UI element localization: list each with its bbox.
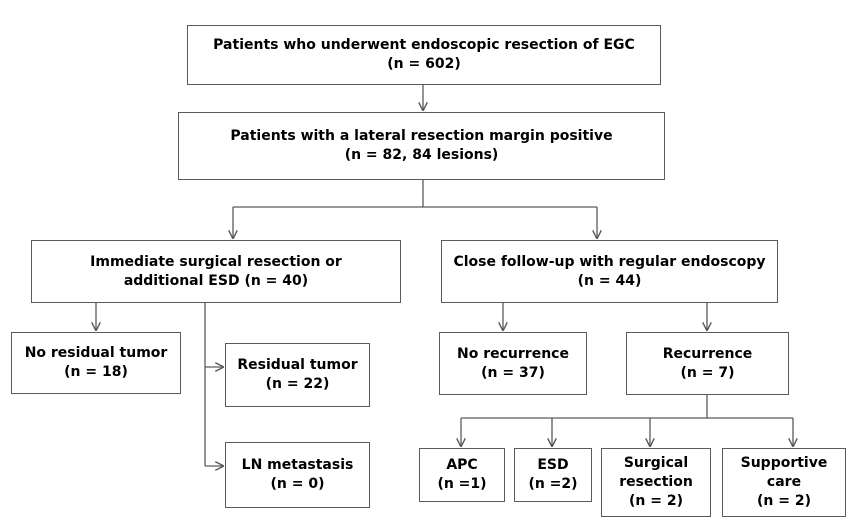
esd-title: ESD bbox=[537, 457, 569, 474]
ln-metastasis-title: LN metastasis bbox=[241, 457, 354, 474]
box-apc: APC (n =1) bbox=[419, 448, 505, 502]
surgical-count: (n = 2) bbox=[629, 492, 683, 509]
supportive-count: (n = 2) bbox=[757, 492, 811, 509]
followup-count: (n = 44) bbox=[577, 272, 642, 289]
residual-title: Residual tumor bbox=[237, 357, 358, 374]
recurrence-count: (n = 7) bbox=[680, 364, 735, 381]
margin-positive-title: Patients with a lateral resection margin… bbox=[230, 128, 613, 145]
margin-positive-count: (n = 82, 84 lesions) bbox=[344, 147, 499, 163]
immediate-title: Immediate surgical resection or bbox=[90, 253, 342, 270]
ln-metastasis-count: (n = 0) bbox=[270, 476, 325, 492]
no-recurrence-count: (n = 37) bbox=[481, 364, 545, 381]
box-total-patients: Patients who underwent endoscopic resect… bbox=[187, 25, 661, 85]
box-no-residual-tumor: No residual tumor (n = 18) bbox=[11, 332, 181, 394]
box-no-recurrence: No recurrence (n = 37) bbox=[439, 332, 587, 395]
box-close-followup: Close follow-up with regular endoscopy (… bbox=[441, 240, 778, 303]
immediate-count: additional ESD (n = 40) bbox=[123, 272, 309, 289]
surgical-title-line1: Surgical bbox=[623, 455, 689, 472]
no-recurrence-title: No recurrence bbox=[457, 345, 569, 362]
box-ln-metastasis: LN metastasis (n = 0) bbox=[225, 442, 370, 508]
recurrence-title: Recurrence bbox=[662, 345, 753, 362]
supportive-title-line2: care bbox=[766, 474, 802, 491]
box-immediate-resection: Immediate surgical resection or addition… bbox=[31, 240, 401, 303]
total-title: Patients who underwent endoscopic resect… bbox=[213, 37, 635, 54]
box-residual-tumor: Residual tumor (n = 22) bbox=[225, 343, 370, 407]
box-supportive-care: Supportive care (n = 2) bbox=[722, 448, 846, 517]
supportive-title-line1: Supportive bbox=[740, 455, 828, 472]
box-recurrence: Recurrence (n = 7) bbox=[626, 332, 789, 395]
no-residual-count: (n = 18) bbox=[64, 364, 128, 380]
residual-count: (n = 22) bbox=[265, 376, 330, 392]
box-surgical-resection: Surgical resection (n = 2) bbox=[601, 448, 711, 517]
total-count: (n = 602) bbox=[387, 56, 461, 72]
surgical-title-line2: resection bbox=[619, 474, 693, 491]
followup-title: Close follow-up with regular endoscopy bbox=[453, 253, 766, 270]
apc-title: APC bbox=[446, 457, 478, 474]
apc-count: (n =1) bbox=[437, 476, 487, 492]
esd-count: (n =2) bbox=[528, 476, 578, 492]
no-residual-title: No residual tumor bbox=[24, 345, 168, 362]
box-margin-positive: Patients with a lateral resection margin… bbox=[178, 112, 665, 180]
box-esd: ESD (n =2) bbox=[514, 448, 592, 502]
